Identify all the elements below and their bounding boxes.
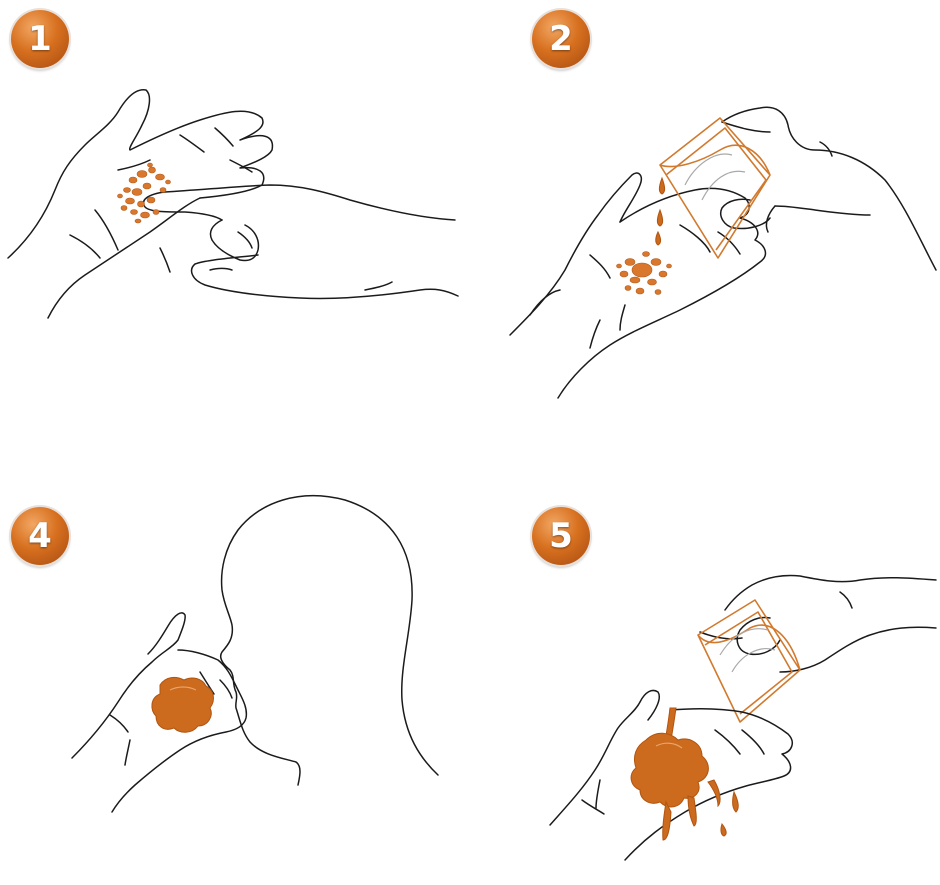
step-1: 1 [0,0,470,440]
rinse-illustration [470,440,940,885]
hand-with-powder-illustration [0,0,470,440]
glass-illustration [698,600,800,722]
paste-to-face-illustration [0,440,470,885]
step-5: 5 [470,440,940,885]
paste-blob [152,677,214,732]
step-2: 2 [470,0,940,440]
step-4: 4 [0,440,470,885]
dissolving-paste [631,733,708,807]
powder-pile [617,252,672,295]
pouring-water-illustration [470,0,940,440]
